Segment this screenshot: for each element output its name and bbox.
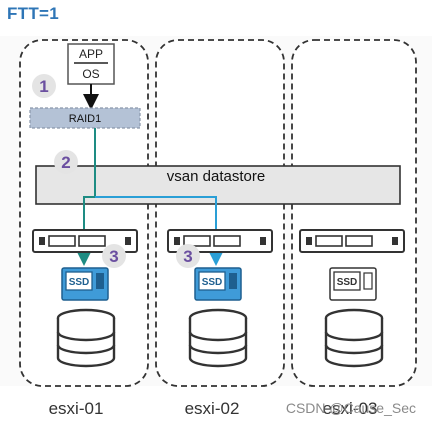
watermark-text: CSDN @Cause_Sec	[286, 400, 416, 416]
svg-text:3: 3	[183, 247, 192, 266]
host-label-esxi-03: esxi-03	[323, 399, 378, 418]
raid1-box	[29, 107, 141, 129]
step-marker-3a: 3	[102, 244, 126, 268]
os-label: OS	[82, 67, 99, 81]
ssd-label-esxi-02: SSD	[202, 277, 223, 288]
server-icon-esxi-03	[299, 229, 405, 253]
host-label-esxi-01: esxi-01	[49, 399, 104, 418]
database-icon-esxi-02	[188, 308, 248, 368]
svg-text:3: 3	[109, 247, 118, 266]
ssd-label-esxi-01: SSD	[69, 277, 90, 288]
svg-text:2: 2	[61, 153, 70, 172]
host-container-esxi-02	[155, 39, 285, 387]
svg-text:1: 1	[39, 77, 48, 96]
step-marker-3b: 3	[176, 244, 200, 268]
write-path-esxi-01	[76, 128, 96, 266]
ssd-esxi-01: SSD	[61, 267, 109, 301]
ssd-esxi-02: SSD	[194, 267, 242, 301]
step-marker-2: 2	[54, 150, 78, 174]
ssd-label-esxi-03: SSD	[337, 277, 358, 288]
step-marker-1: 1	[32, 74, 56, 98]
vsan-datastore-bar	[35, 165, 401, 205]
app-os-box: APP OS	[67, 43, 115, 85]
host-container-esxi-03	[291, 39, 417, 387]
raid1-label: RAID1	[69, 113, 101, 125]
diagram-title: FTT=1	[7, 4, 60, 23]
database-icon-esxi-03	[324, 308, 384, 368]
app-label: APP	[79, 47, 103, 61]
database-icon-esxi-01	[56, 308, 116, 368]
vsan-datastore-label: vsan datastore	[167, 168, 265, 185]
host-label-esxi-02: esxi-02	[185, 399, 240, 418]
ssd-esxi-03: SSD	[329, 267, 377, 301]
